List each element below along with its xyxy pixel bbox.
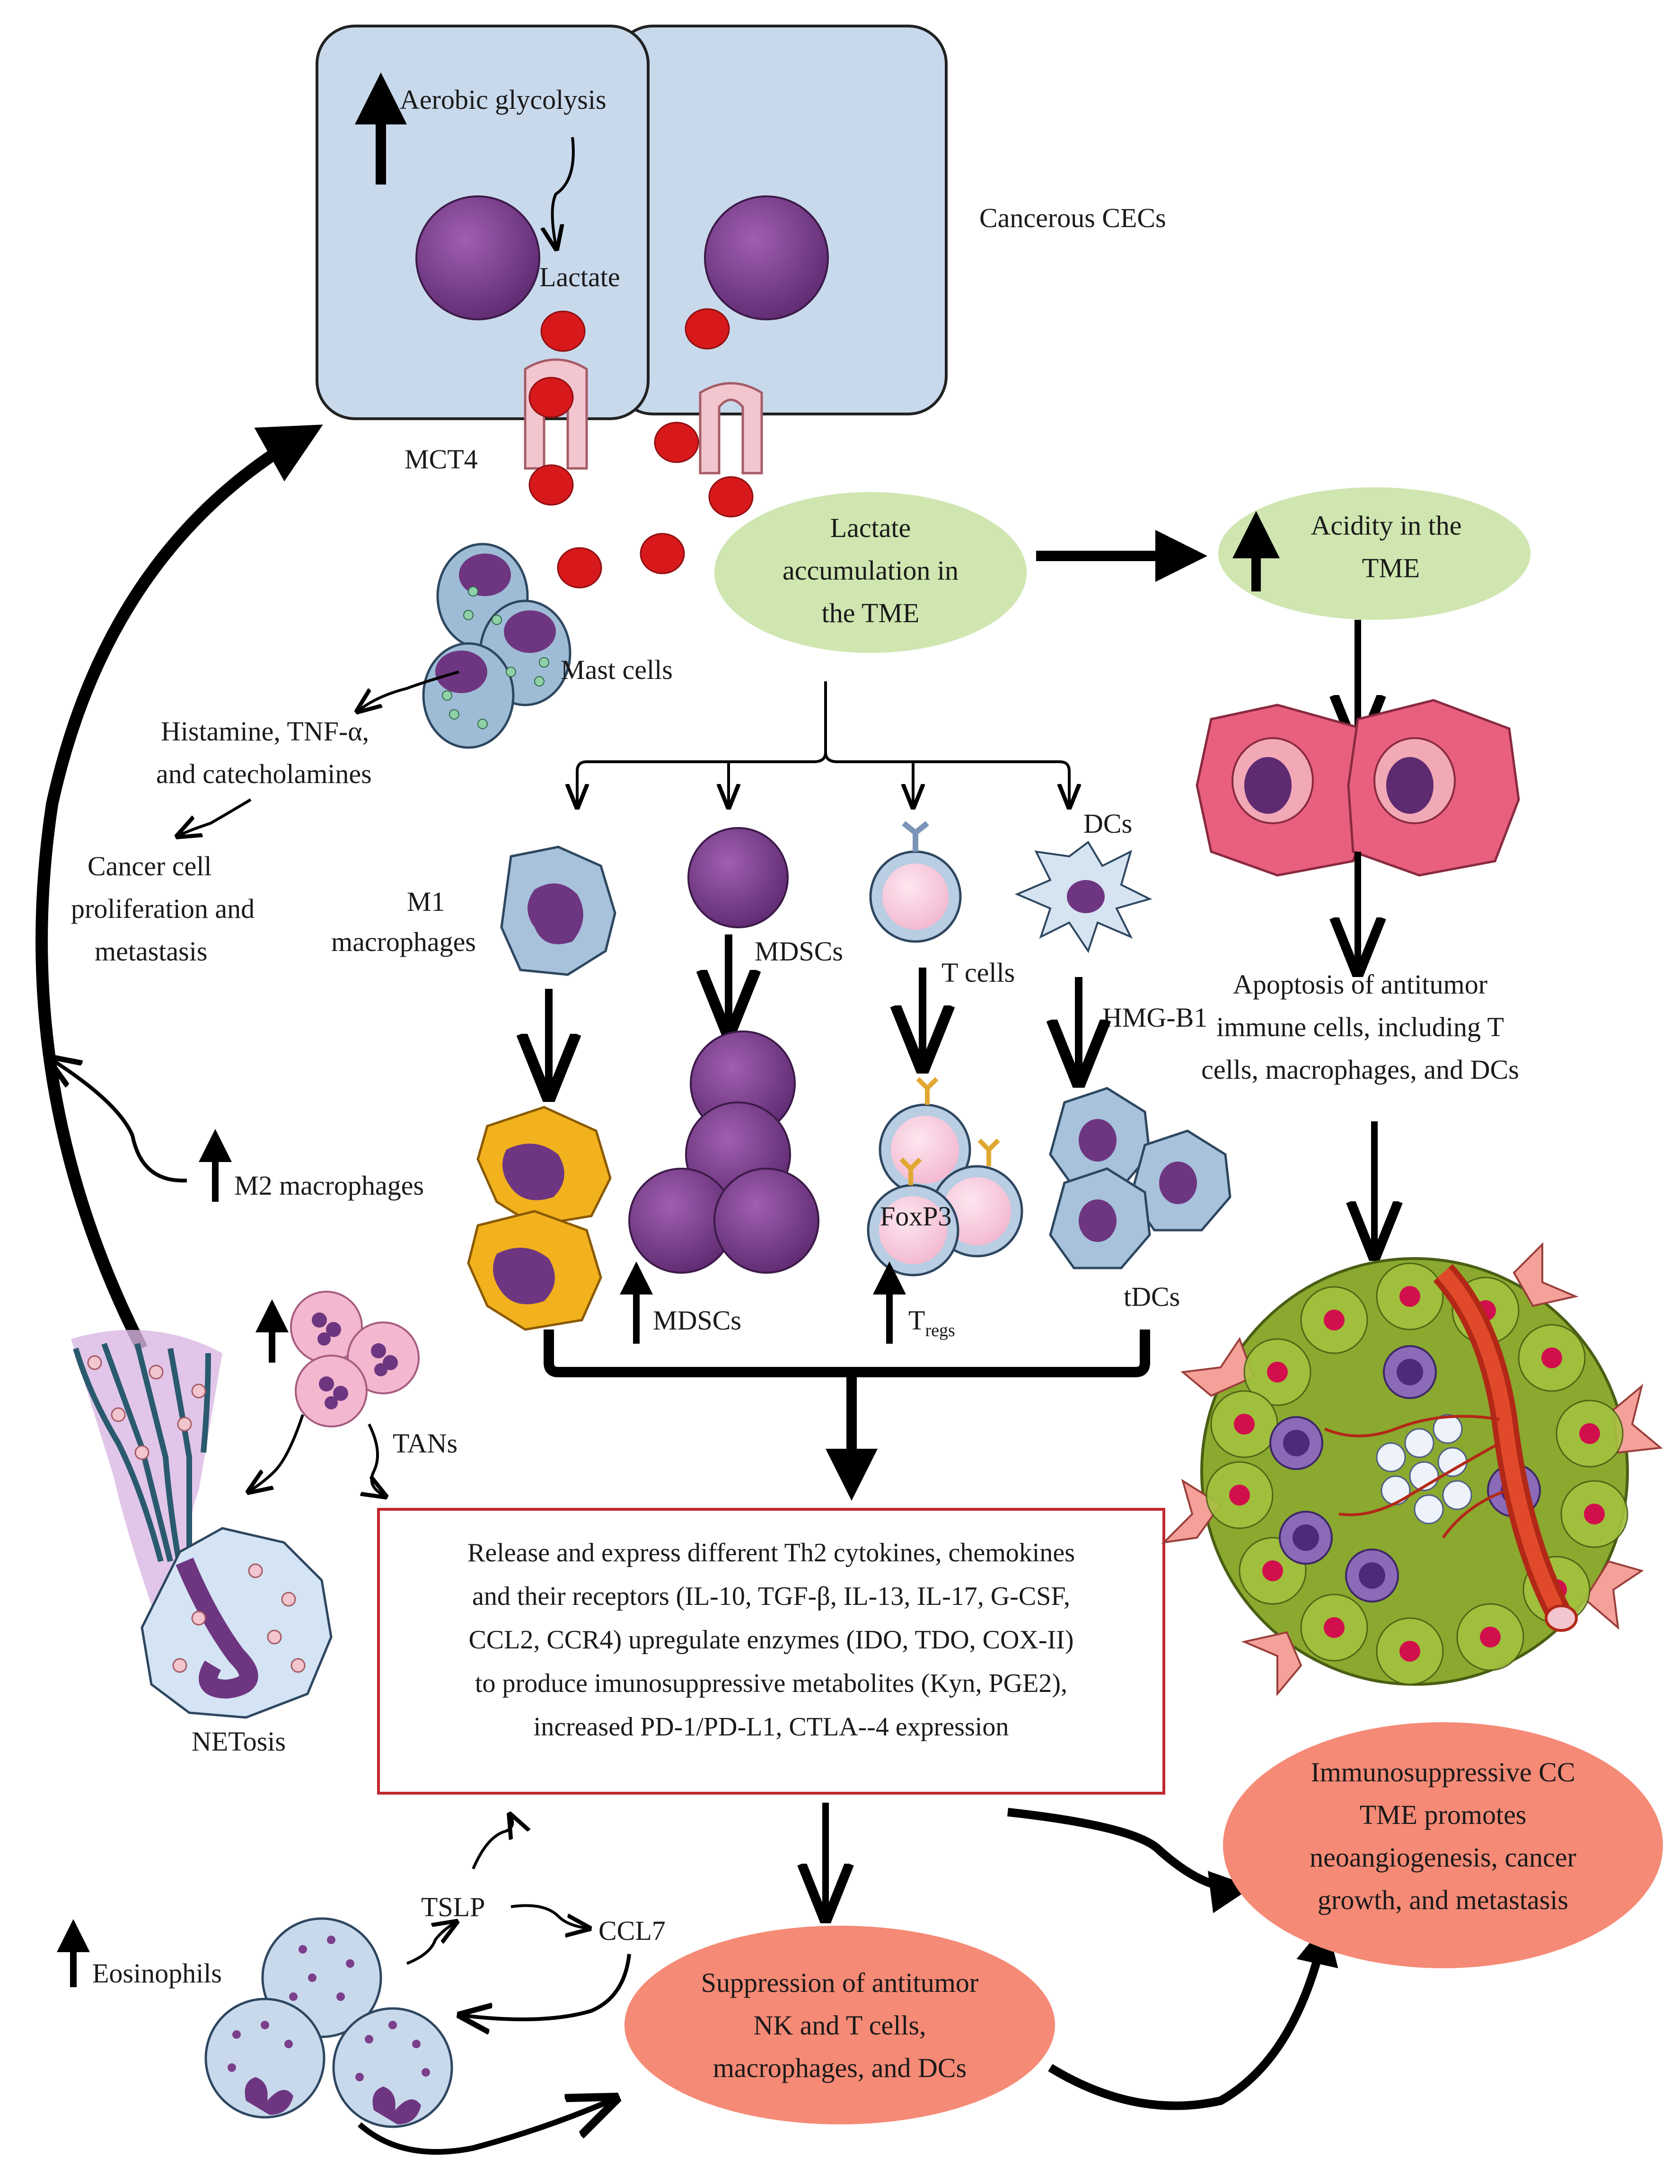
suppression-to-immunosuppressive-arrow — [1048, 1922, 1338, 2110]
immuno-label-line3: neoangiogenesis, cancer — [1310, 1842, 1576, 1873]
suppression-label-line3: macrophages, and DCs — [713, 2052, 967, 2083]
dendritic-cell-icon — [1014, 841, 1152, 953]
tslp-to-ccl7-arrow — [510, 1904, 587, 1929]
mct4-label: MCT4 — [405, 444, 478, 475]
mdsc-icon — [687, 827, 789, 928]
mdsc-bottom-label: MDSCs — [653, 1305, 741, 1336]
m2-to-proliferation-arrow — [52, 1060, 187, 1183]
tslp-to-box-arrow — [472, 1817, 512, 1870]
acidity-label-line2: TME — [1362, 553, 1420, 583]
tans-icon — [290, 1291, 420, 1427]
acidity-node — [1218, 487, 1530, 620]
box-line-2: and their receptors (IL-10, TGF-β, IL-13… — [472, 1582, 1070, 1611]
histamine-to-proliferation-arrow — [180, 798, 252, 835]
tregs-label: Tregs — [908, 1305, 955, 1340]
nucleus-right — [704, 195, 829, 320]
histamine-label-line2: and catecholamines — [156, 758, 372, 789]
tdcs-icon — [1049, 1087, 1231, 1269]
apoptosis-label-line2: immune cells, including T — [1216, 1012, 1504, 1042]
m2-macrophages-label: M2 macrophages — [234, 1170, 424, 1201]
proliferation-label-line1: Cancer cell — [88, 851, 211, 881]
immuno-label-line4: growth, and metastasis — [1318, 1885, 1568, 1915]
dcs-label: DCs — [1083, 808, 1132, 839]
t-cell-icon — [869, 821, 962, 943]
mdsc-cluster-icon — [628, 1030, 819, 1274]
eosinophils-to-suppression-arrow — [358, 2101, 610, 2155]
mast-cells-label: Mast cells — [561, 654, 673, 685]
nucleus-left — [415, 195, 540, 320]
mast-cells-icon — [422, 543, 572, 749]
box-line-4: to produce imunosuppressive metabolites … — [475, 1669, 1067, 1698]
tumor-mass-icon — [1161, 1242, 1663, 1697]
box-line-3: CCL2, CCR4) upregulate enzymes (IDO, TDO… — [469, 1625, 1074, 1655]
converging-bracket — [544, 1330, 1150, 1501]
t-cells-label: T cells — [941, 957, 1015, 988]
proliferation-label-line2: proliferation and — [71, 893, 255, 924]
hmgb1-label: HMG-B1 — [1102, 1002, 1207, 1033]
apoptosis-label-line1: Apoptosis of antitumor — [1233, 969, 1487, 1000]
glycolysis-to-lactate-arrow — [553, 137, 575, 246]
immuno-label-line2: TME promotes — [1360, 1799, 1527, 1830]
tans-label: TANs — [393, 1428, 457, 1459]
tdcs-label: tDCs — [1124, 1281, 1180, 1312]
lactate-accumulation-node — [714, 492, 1027, 653]
proliferation-label-line3: metastasis — [95, 936, 207, 967]
cancerous-cecs-label: Cancerous CECs — [979, 203, 1166, 233]
foxp3-label: FoxP3 — [880, 1201, 952, 1232]
mdsc-top-label: MDSCs — [755, 936, 843, 967]
accumulation-label-line3: the TME — [822, 598, 920, 628]
immunosuppressive-tme-node — [1223, 1722, 1663, 1968]
histamine-label-line1: Histamine, TNF-α, — [161, 716, 369, 747]
suppression-label-line1: Suppression of antitumor — [701, 1967, 978, 1998]
lactate-label: Lactate — [539, 262, 620, 292]
accumulation-label-line1: Lactate — [830, 512, 911, 543]
tans-to-netosis-arrow — [251, 1414, 304, 1490]
immuno-label-line1: Immunosuppressive CC — [1311, 1757, 1575, 1788]
eosinophils-label: Eosinophils — [92, 1958, 222, 1989]
m1-macrophage-icon — [500, 845, 616, 976]
mast-to-histamine-arrow — [360, 670, 459, 710]
aerobic-glycolysis-label: Aerobic glycolysis — [400, 84, 607, 115]
m2-macrophages-icon — [467, 1106, 612, 1331]
branch-tree — [577, 681, 1069, 804]
suppression-label-line2: NK and T cells, — [753, 2010, 926, 2041]
netosis-label: NETosis — [192, 1726, 286, 1757]
mct4-transporter-right — [699, 382, 763, 475]
lactate-molecules — [528, 308, 754, 589]
apoptotic-cells-icon — [1196, 699, 1520, 877]
tslp-label: TSLP — [421, 1892, 485, 1922]
box-line-1: Release and express different Th2 cytoki… — [467, 1538, 1075, 1568]
accumulation-label-line2: accumulation in — [783, 555, 959, 586]
tans-to-box-arrow — [369, 1423, 383, 1495]
eosinophils-to-tslp-arrow — [406, 1923, 454, 1965]
feedback-arrow-to-cecs — [35, 424, 323, 1351]
box-line-5: increased PD-1/PD-L1, CTLA--4 expression — [534, 1712, 1009, 1742]
tregs-cluster-icon — [867, 1077, 1023, 1277]
m1-label-line2: macrophages — [331, 926, 476, 957]
eosinophils-icon — [204, 1917, 453, 2128]
ccl7-label: CCL7 — [598, 1915, 666, 1946]
box-to-immunosuppressive-arrow — [1007, 1808, 1253, 1913]
netosis-icon — [71, 1330, 333, 1719]
apoptosis-label-line3: cells, macrophages, and DCs — [1201, 1054, 1519, 1085]
m1-label-line1: M1 — [407, 886, 445, 917]
ccl7-to-eosinophils-arrow — [464, 1954, 631, 2019]
acidity-label-line1: Acidity in the — [1311, 510, 1462, 541]
immunosuppression-mechanisms-box — [377, 1508, 1165, 1795]
suppression-node — [625, 1926, 1055, 2124]
